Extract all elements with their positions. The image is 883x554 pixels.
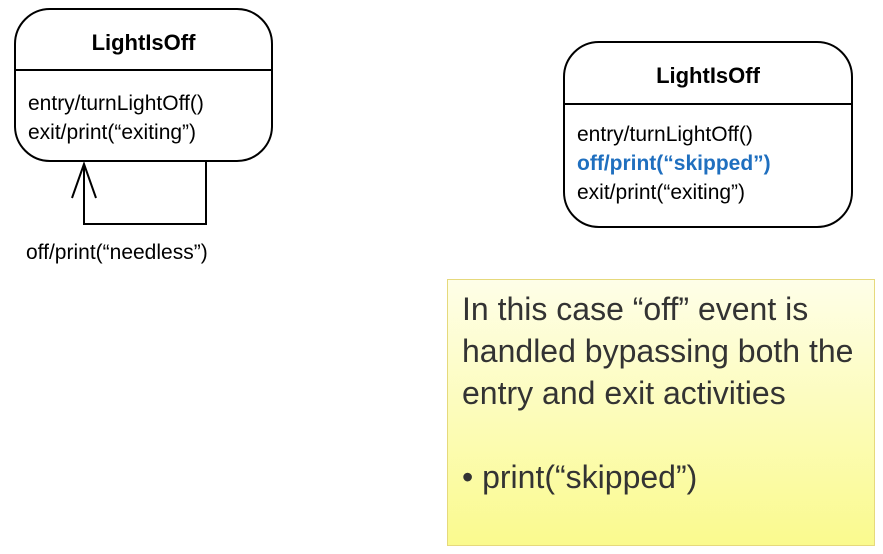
right-state-title: LightIsOff [656,63,760,88]
note-bullet: • print(“skipped”) [462,459,698,495]
note-paragraph: In this case “off” event is handled bypa… [462,291,854,411]
left-state-exit-activity: exit/print(“exiting”) [28,121,197,144]
right-state-internal-transition: off/print(“skipped”) [577,152,771,175]
left-state-activities: entry/turnLightOff() exit/print(“exiting… [28,89,204,147]
note-spacer [462,414,860,456]
left-state-title: LightIsOff [91,30,196,55]
self-transition-label: off/print(“needless”) [26,241,208,264]
right-state-box: LightIsOff entry/turnLightOff() off/prin… [563,41,853,228]
right-state-exit-activity: exit/print(“exiting”) [577,181,746,204]
left-state-box: LightIsOff entry/turnLightOff() exit/pri… [14,8,273,162]
self-transition-arrowhead-icon [71,160,97,199]
right-state-divider [565,103,851,105]
right-state-entry-activity: entry/turnLightOff() [577,123,753,146]
left-state-entry-activity: entry/turnLightOff() [28,92,204,115]
explanation-note: In this case “off” event is handled bypa… [447,279,875,546]
self-transition-loop [83,161,207,225]
left-state-divider [16,69,271,71]
right-state-activities: entry/turnLightOff() off/print(“skipped”… [577,120,771,207]
